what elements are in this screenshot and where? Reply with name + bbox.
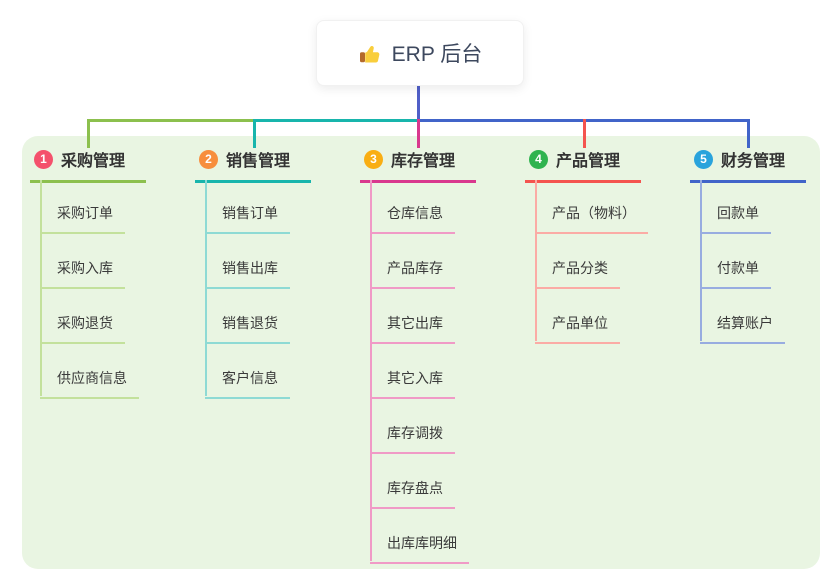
branch-drop-line	[583, 119, 586, 148]
branch-label: 库存管理	[391, 153, 456, 170]
child-node[interactable]: 供应商信息	[40, 368, 139, 399]
branch-title[interactable]: 4 产品管理	[525, 145, 641, 183]
child-node[interactable]: 付款单	[700, 258, 771, 289]
child-node[interactable]: 产品分类	[535, 258, 620, 289]
children-trunk-line	[370, 180, 372, 561]
branch-drop-line	[253, 119, 256, 148]
child-node[interactable]: 销售订单	[205, 203, 290, 234]
root-node-label: ERP 后台	[391, 43, 483, 66]
child-node[interactable]: 产品库存	[370, 258, 455, 289]
branch-label: 财务管理	[721, 153, 786, 170]
child-node[interactable]: 结算账户	[700, 313, 785, 344]
children-trunk-line	[700, 180, 702, 341]
child-node[interactable]: 客户信息	[205, 368, 290, 399]
branch-title[interactable]: 2 销售管理	[195, 145, 311, 183]
child-node[interactable]: 产品单位	[535, 313, 620, 344]
branch-label: 采购管理	[61, 153, 126, 170]
child-node[interactable]: 库存盘点	[370, 478, 455, 509]
branch-财务管理: 5 财务管理回款单付款单结算账户	[690, 145, 839, 344]
child-node[interactable]: 采购入库	[40, 258, 125, 289]
branch-label: 产品管理	[556, 153, 621, 170]
child-node[interactable]: 采购订单	[40, 203, 125, 234]
branch-库存管理: 3 库存管理仓库信息产品库存其它出库其它入库库存调拨库存盘点出库库明细	[360, 145, 525, 564]
child-node[interactable]: 销售退货	[205, 313, 290, 344]
branch-drop-line	[747, 119, 750, 148]
child-node[interactable]: 其它出库	[370, 313, 455, 344]
child-node[interactable]: 销售出库	[205, 258, 290, 289]
child-node[interactable]: 出库库明细	[370, 533, 469, 564]
branch-drop-line	[417, 119, 420, 148]
root-node[interactable]: ERP 后台	[316, 20, 524, 86]
child-node[interactable]: 产品（物料）	[535, 203, 648, 234]
child-node[interactable]: 其它入库	[370, 368, 455, 399]
branch-number-badge: 2	[199, 149, 218, 169]
branch-采购管理: 1 采购管理采购订单采购入库采购退货供应商信息	[30, 145, 195, 399]
branch-number-badge: 4	[529, 149, 548, 169]
child-node[interactable]: 回款单	[700, 203, 771, 234]
branch-产品管理: 4 产品管理产品（物料） 产品分类产品单位	[525, 145, 690, 344]
branch-drop-line	[87, 119, 90, 148]
branch-number-badge: 5	[694, 149, 713, 169]
thumbs-up-icon	[358, 41, 382, 65]
branch-销售管理: 2 销售管理销售订单销售出库销售退货客户信息	[195, 145, 360, 399]
branches-background-panel	[22, 136, 820, 569]
root-stem-line	[417, 84, 420, 119]
branch-number-badge: 3	[364, 149, 383, 169]
child-node[interactable]: 库存调拨	[370, 423, 455, 454]
branch-label: 销售管理	[226, 153, 291, 170]
trunk-segment-2	[253, 119, 417, 122]
branch-title[interactable]: 1 采购管理	[30, 145, 146, 183]
branch-title[interactable]: 3 库存管理	[360, 145, 476, 183]
children-trunk-line	[535, 180, 537, 341]
trunk-segment-1	[87, 119, 253, 122]
branch-number-badge: 1	[34, 149, 53, 169]
branch-title[interactable]: 5 财务管理	[690, 145, 806, 183]
child-node[interactable]: 仓库信息	[370, 203, 455, 234]
child-node[interactable]: 采购退货	[40, 313, 125, 344]
